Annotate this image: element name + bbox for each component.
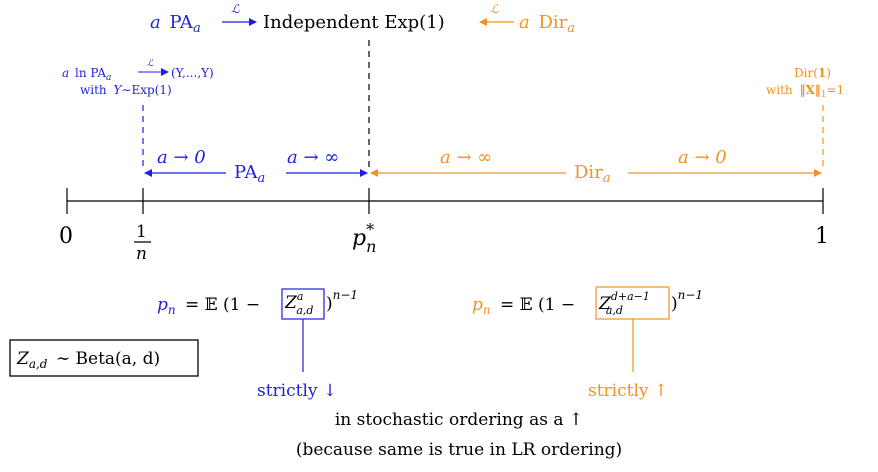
pa-range: a → 0 PAa a → ∞ bbox=[144, 147, 368, 186]
tick-1-label: 1 bbox=[815, 224, 829, 249]
tick-frac-denominator: n bbox=[136, 244, 147, 264]
tick-p-label: p*n bbox=[352, 220, 376, 256]
dir-right-label: a → 0 bbox=[678, 147, 727, 168]
dir-left-label: a → ∞ bbox=[440, 147, 492, 168]
formula-left-close: )n−1 bbox=[326, 288, 358, 314]
beta-box-text: Za,d ∼ Beta(a, d) bbox=[16, 349, 160, 373]
top-left-arrow-label: ℒ bbox=[231, 2, 240, 16]
beta-box: Za,d ∼ Beta(a, d) bbox=[9, 339, 199, 377]
left-annotation-line1: a ln PAa bbox=[62, 66, 111, 83]
right-annotation-line1: Dir(1) bbox=[794, 66, 831, 80]
formula-right-label: strictly ↑ bbox=[588, 381, 668, 401]
right-annotation: Dir(1) with ‖X‖1=1 bbox=[766, 66, 844, 100]
top-right-term: a Dira bbox=[519, 12, 575, 36]
formula-right-close: )n−1 bbox=[671, 288, 703, 314]
formula-left-label: strictly ↓ bbox=[257, 381, 337, 401]
tick-frac-numerator: 1 bbox=[136, 222, 147, 242]
top-middle-term: Independent Exp(1) bbox=[263, 12, 445, 33]
number-line: 0 1 n p*n 1 bbox=[59, 188, 829, 264]
dir-center-label: Dira bbox=[574, 162, 611, 186]
formula-left-text: pn = 𝔼 (1 − bbox=[157, 295, 260, 319]
top-formula: a PAa ℒ Independent Exp(1) ℒ a Dira bbox=[150, 2, 575, 36]
bottom-line2: (because same is true in LR ordering) bbox=[296, 440, 622, 460]
dir-range: a → ∞ Dira a → 0 bbox=[370, 147, 822, 186]
pa-left-label: a → 0 bbox=[157, 147, 206, 168]
left-annotation-arrow-label: ℒ bbox=[147, 59, 154, 69]
left-annotation: a ln PAa ℒ (Y,...,Y) with Y∼Exp(1) bbox=[62, 59, 214, 97]
top-right-arrow-label: ℒ bbox=[490, 2, 499, 16]
top-left-term: a PAa bbox=[150, 12, 201, 36]
bottom-line1: in stochastic ordering as a ↑ bbox=[335, 410, 583, 430]
left-annotation-target: (Y,...,Y) bbox=[171, 66, 214, 80]
right-annotation-line2: with ‖X‖1=1 bbox=[766, 83, 844, 100]
formula-right-text: pn = 𝔼 (1 − bbox=[472, 295, 575, 319]
beta-box-frame bbox=[9, 339, 199, 377]
pa-center-label: PAa bbox=[234, 162, 265, 186]
bottom-text: in stochastic ordering as a ↑ (because s… bbox=[296, 410, 622, 460]
left-annotation-line2: with Y∼Exp(1) bbox=[80, 83, 172, 97]
pa-right-label: a → ∞ bbox=[287, 147, 339, 168]
tick-0-label: 0 bbox=[59, 224, 73, 249]
